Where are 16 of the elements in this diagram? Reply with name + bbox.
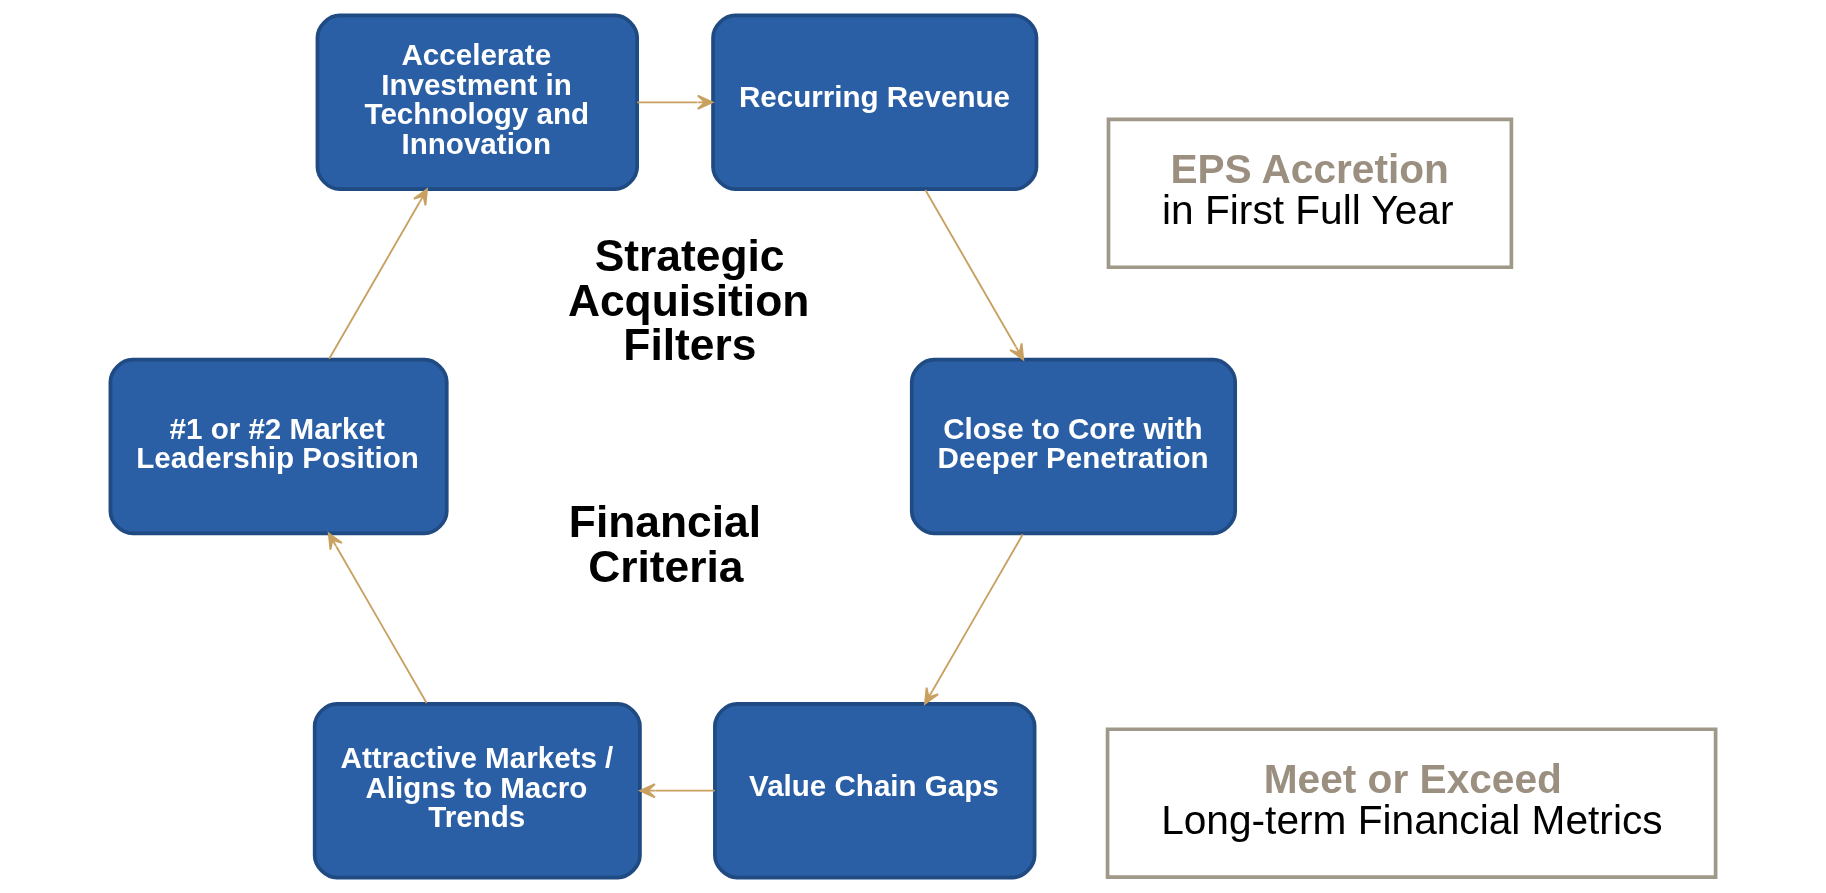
label: Financial Criteria bbox=[568, 497, 762, 591]
arrow bbox=[924, 189, 1025, 361]
arrow bbox=[327, 532, 428, 704]
node-box: Attractive Markets / Aligns to Macro Trends bbox=[312, 702, 642, 880]
node-box: Meet or Exceed Long-term Financial Metrics bbox=[1105, 727, 1718, 879]
label: Strategic Acquisition Filters bbox=[567, 231, 810, 370]
node-box: EPS Accretion in First Full Year bbox=[1106, 117, 1514, 270]
arrow bbox=[328, 188, 428, 360]
arrow bbox=[924, 533, 1024, 705]
arrow bbox=[639, 783, 716, 799]
node-box: Accelerate Investment in Technology and Innovation bbox=[315, 13, 639, 191]
arrow bbox=[636, 94, 714, 110]
node-box: #1 or #2 Market Leadership Position bbox=[108, 357, 449, 536]
node-box: Recurring Revenue bbox=[711, 13, 1039, 191]
node-box: Close to Core with Deeper Penetration bbox=[909, 357, 1238, 536]
node-box: Value Chain Gaps bbox=[713, 702, 1037, 880]
